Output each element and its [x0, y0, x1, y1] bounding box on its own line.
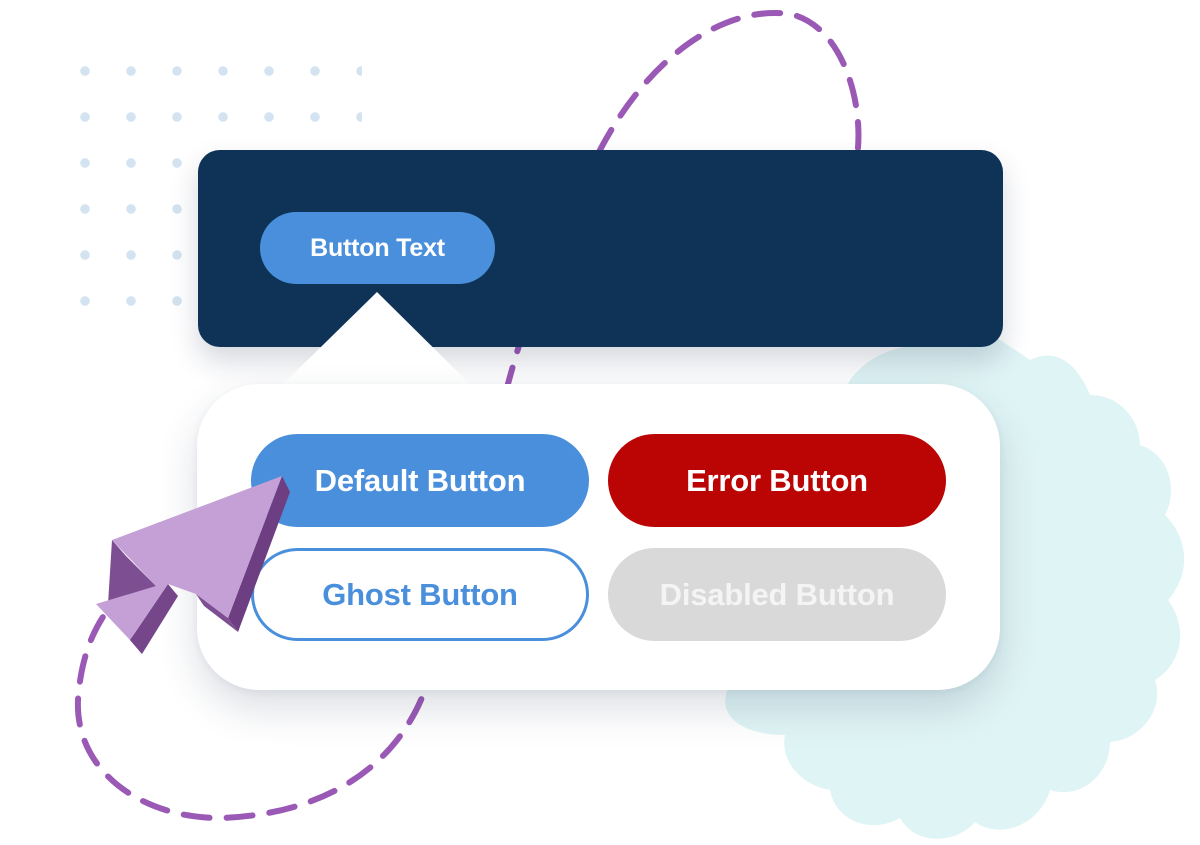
navbar: Button Text	[198, 150, 1003, 347]
popover-caret	[275, 292, 478, 392]
button-variants-popover: Default Button Error Button Ghost Button…	[197, 384, 1000, 690]
cursor-side-tail	[196, 594, 238, 632]
cursor-side-shaft	[130, 584, 178, 654]
ghost-button[interactable]: Ghost Button	[251, 548, 589, 641]
default-button[interactable]: Default Button	[251, 434, 589, 527]
disabled-button: Disabled Button	[608, 548, 946, 641]
navbar-button[interactable]: Button Text	[260, 212, 495, 284]
cursor-side-right	[228, 476, 290, 632]
cursor-top-face	[96, 476, 282, 640]
error-button[interactable]: Error Button	[608, 434, 946, 527]
